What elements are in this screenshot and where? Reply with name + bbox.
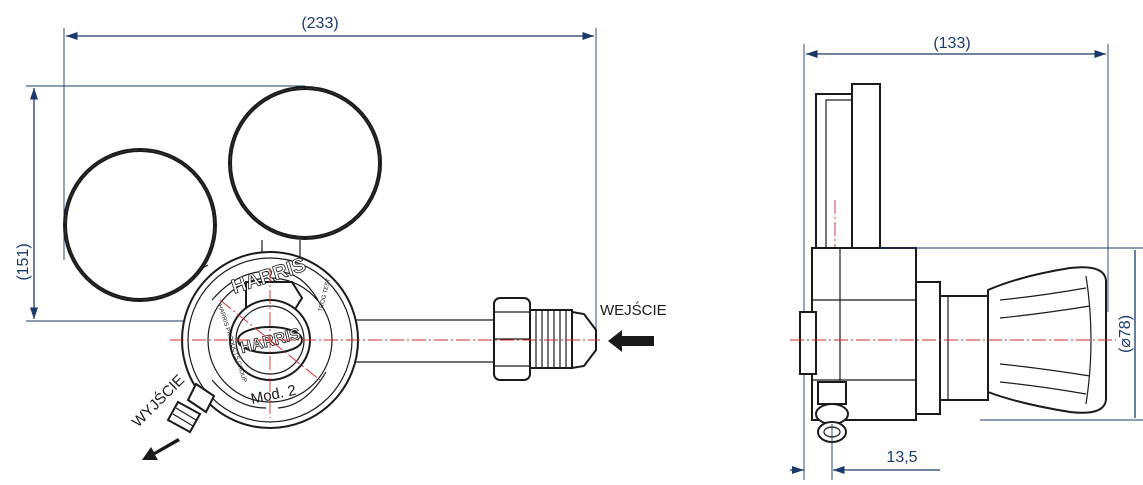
right-pressure-gauge: [228, 86, 382, 262]
height-dimension-value: 151: [15, 249, 32, 276]
adjusting-knob: [987, 266, 1107, 414]
width-dimension: (233): [63, 15, 597, 332]
inlet-arrow-icon: [608, 330, 654, 352]
inlet-connection: [350, 297, 597, 381]
svg-text:(151): (151): [15, 243, 32, 280]
regulator-body: HARRIS HARRIS Mod. 2 HARRIS PRODUCTS GRO…: [170, 251, 600, 429]
gauge-diameter-dimension: (⌀78): [880, 247, 1143, 421]
outlet-connection: [166, 382, 216, 434]
depth-dimension-value: 133: [939, 35, 966, 52]
outlet-offset-value: 13,5: [886, 449, 917, 466]
depth-dimension: (133): [803, 35, 1109, 480]
bonnet-side: [915, 281, 989, 415]
side-outlet-fitting: [815, 381, 849, 443]
inlet-indicator: WEJŚCIE: [600, 301, 667, 352]
width-dimension-value: 233: [307, 15, 334, 32]
outlet-offset-dimension: 13,5: [790, 424, 940, 480]
svg-text:(233): (233): [301, 15, 338, 32]
svg-text:(133): (133): [933, 35, 970, 52]
inlet-label: WEJŚCIE: [600, 301, 667, 319]
height-dimension: (151): [15, 85, 305, 322]
side-view: (133): [790, 35, 1143, 480]
outlet-arrow-icon: [142, 438, 180, 460]
left-pressure-gauge: [63, 148, 217, 302]
svg-text:(⌀78): (⌀78): [1117, 315, 1134, 353]
front-view: (233) (151): [15, 15, 667, 460]
gauge-diameter-value: ⌀78: [1117, 320, 1134, 348]
